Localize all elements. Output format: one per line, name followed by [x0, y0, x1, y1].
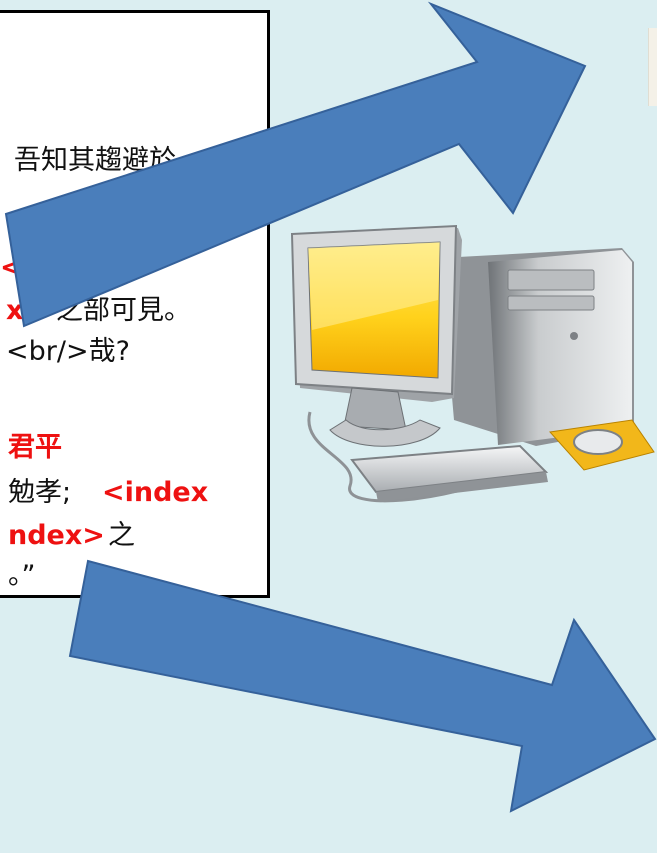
doc-tag-index-open: <index	[102, 477, 209, 508]
doc-line-4: <br/>哉?	[6, 336, 130, 367]
doc-line-7: 之	[108, 520, 135, 551]
doc-line-6: 勉孝;	[8, 477, 72, 508]
mouse	[549, 419, 655, 471]
doc-heading: 君平	[8, 432, 62, 463]
arrow-right-down-icon	[68, 559, 657, 813]
panel-edge	[648, 28, 657, 106]
monitor	[290, 224, 462, 447]
doc-tag-index-close: ndex>	[8, 520, 105, 551]
arrow-right-up-icon	[4, 1, 587, 328]
doc-line-8: 。”	[8, 560, 36, 591]
keyboard	[350, 444, 549, 502]
tower-case	[440, 248, 634, 446]
